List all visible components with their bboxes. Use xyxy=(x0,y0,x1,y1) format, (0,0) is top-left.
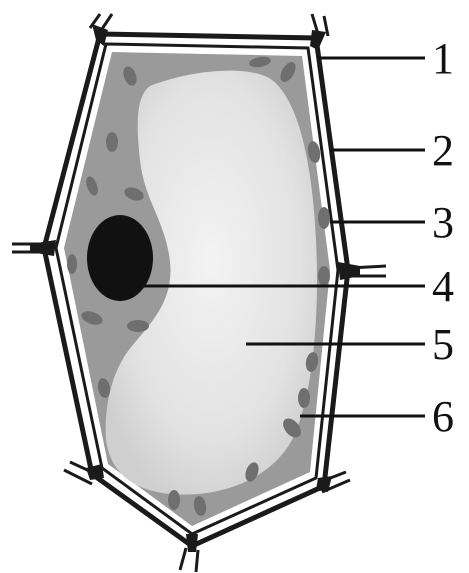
label-4: 4 xyxy=(432,262,454,311)
chloroplast xyxy=(67,254,77,274)
label-2: 2 xyxy=(432,126,454,175)
nucleus xyxy=(87,215,153,301)
label-1: 1 xyxy=(432,34,454,83)
label-3: 3 xyxy=(432,198,454,247)
chloroplast xyxy=(168,490,180,510)
chloroplast xyxy=(127,320,149,332)
chloroplast xyxy=(318,266,330,286)
label-6: 6 xyxy=(432,392,454,441)
label-5: 5 xyxy=(432,320,454,369)
chloroplast xyxy=(298,388,310,408)
chloroplast xyxy=(106,132,118,152)
chloroplast xyxy=(318,207,330,229)
